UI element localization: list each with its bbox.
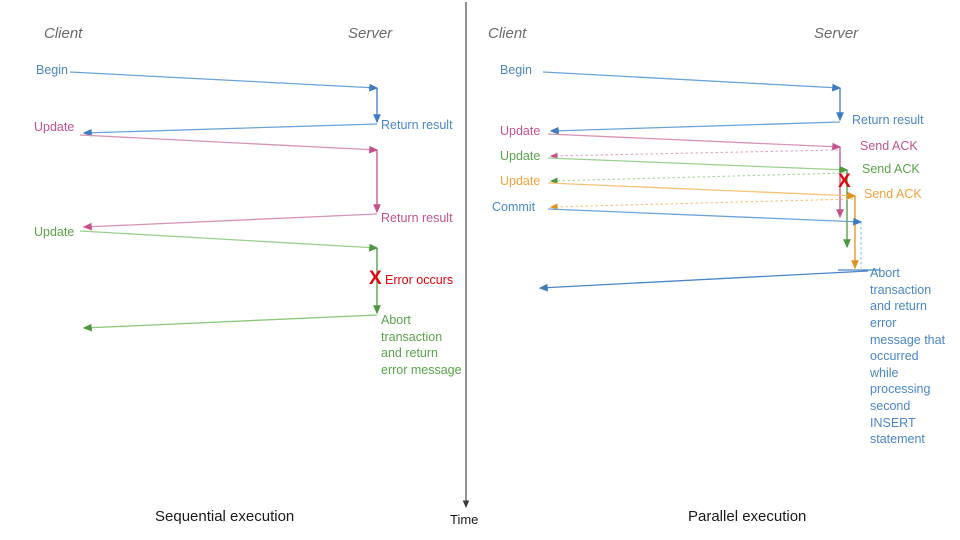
right-header-server: Server — [814, 25, 859, 42]
left-label-error-occurs: Error occurs — [385, 273, 454, 287]
time-axis-label: Time — [450, 512, 479, 527]
right-panel-caption: Parallel execution — [688, 508, 807, 525]
left-header-server: Server — [348, 25, 393, 42]
arrow-return-result-1 — [82, 123, 378, 137]
left-error-x-icon: X — [369, 268, 382, 289]
arrow-abort-return-left — [82, 314, 378, 332]
left-label-update-pink: Update — [34, 120, 75, 134]
arrow-update-green-request — [79, 230, 379, 252]
right-label-commit: Commit — [492, 200, 536, 214]
right-header-client: Client — [488, 25, 527, 42]
arrow-return-result-2 — [82, 213, 378, 231]
right-label-update-green: Update — [500, 149, 541, 163]
right-label-send-ack-orange: Send ACK — [864, 187, 922, 201]
arrow-ack-green-r — [549, 172, 846, 185]
right-label-send-ack-pink: Send ACK — [860, 139, 918, 153]
left-label-return-result-1: Return result — [381, 118, 453, 132]
arrow-begin-request-r — [542, 71, 842, 92]
arrow-abort-return-right — [538, 270, 869, 292]
left-header-client: Client — [44, 25, 83, 42]
arrow-ack-orange-r — [549, 198, 854, 211]
arrow-begin-request — [69, 71, 379, 92]
right-label-update-pink: Update — [500, 124, 541, 138]
arrow-update-green-r — [547, 157, 849, 174]
arrow-return-result-r — [549, 121, 841, 135]
left-panel-caption: Sequential execution — [155, 508, 295, 525]
right-label-return-result: Return result — [852, 113, 924, 127]
left-label-abort-message: Abort transaction and return error messa… — [381, 313, 462, 377]
right-label-send-ack-green: Send ACK — [862, 162, 920, 176]
left-panel-arrows — [69, 71, 381, 332]
arrow-update-pink-request — [79, 134, 379, 154]
right-label-abort-message: Abort transaction and return error messa… — [870, 266, 946, 447]
right-label-update-orange: Update — [500, 174, 541, 188]
left-label-update-green: Update — [34, 225, 75, 239]
arrow-commit-r — [547, 208, 863, 226]
left-label-return-result-2: Return result — [381, 211, 453, 225]
left-label-begin: Begin — [36, 63, 68, 77]
arrow-update-pink-r — [547, 133, 842, 151]
arrow-update-orange-r — [547, 182, 857, 200]
right-error-x-icon: X — [838, 171, 851, 192]
right-label-begin: Begin — [500, 63, 532, 77]
right-panel-arrows — [538, 71, 880, 292]
arrow-ack-pink-r — [549, 149, 839, 160]
